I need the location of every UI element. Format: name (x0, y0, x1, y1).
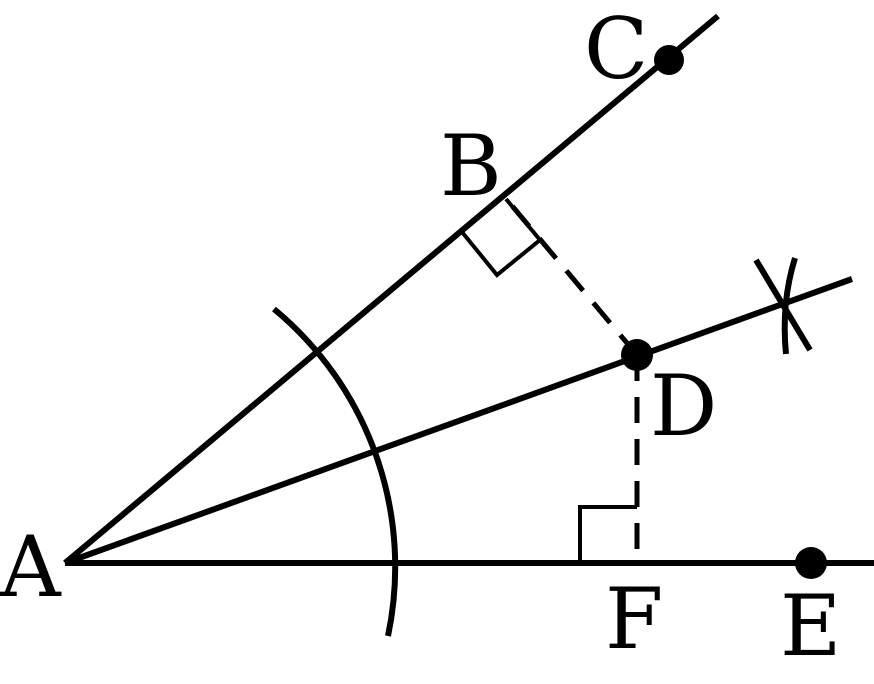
label-d: D (650, 357, 717, 455)
label-c: C (584, 0, 648, 98)
point-c (654, 45, 684, 75)
right-angle-marker-f (578, 505, 637, 563)
right-angle-marker-b (460, 197, 543, 278)
label-b: B (440, 117, 502, 215)
ray-ad (63, 276, 854, 566)
label-e: E (780, 577, 841, 675)
label-f: F (605, 570, 663, 668)
point-d (621, 339, 653, 371)
bisector-mark-arc-2 (781, 257, 798, 355)
point-e (795, 547, 827, 579)
construction-arc (272, 306, 399, 637)
label-a: A (0, 518, 62, 616)
perpendicular-db (506, 199, 639, 357)
ray-ac (63, 13, 720, 566)
